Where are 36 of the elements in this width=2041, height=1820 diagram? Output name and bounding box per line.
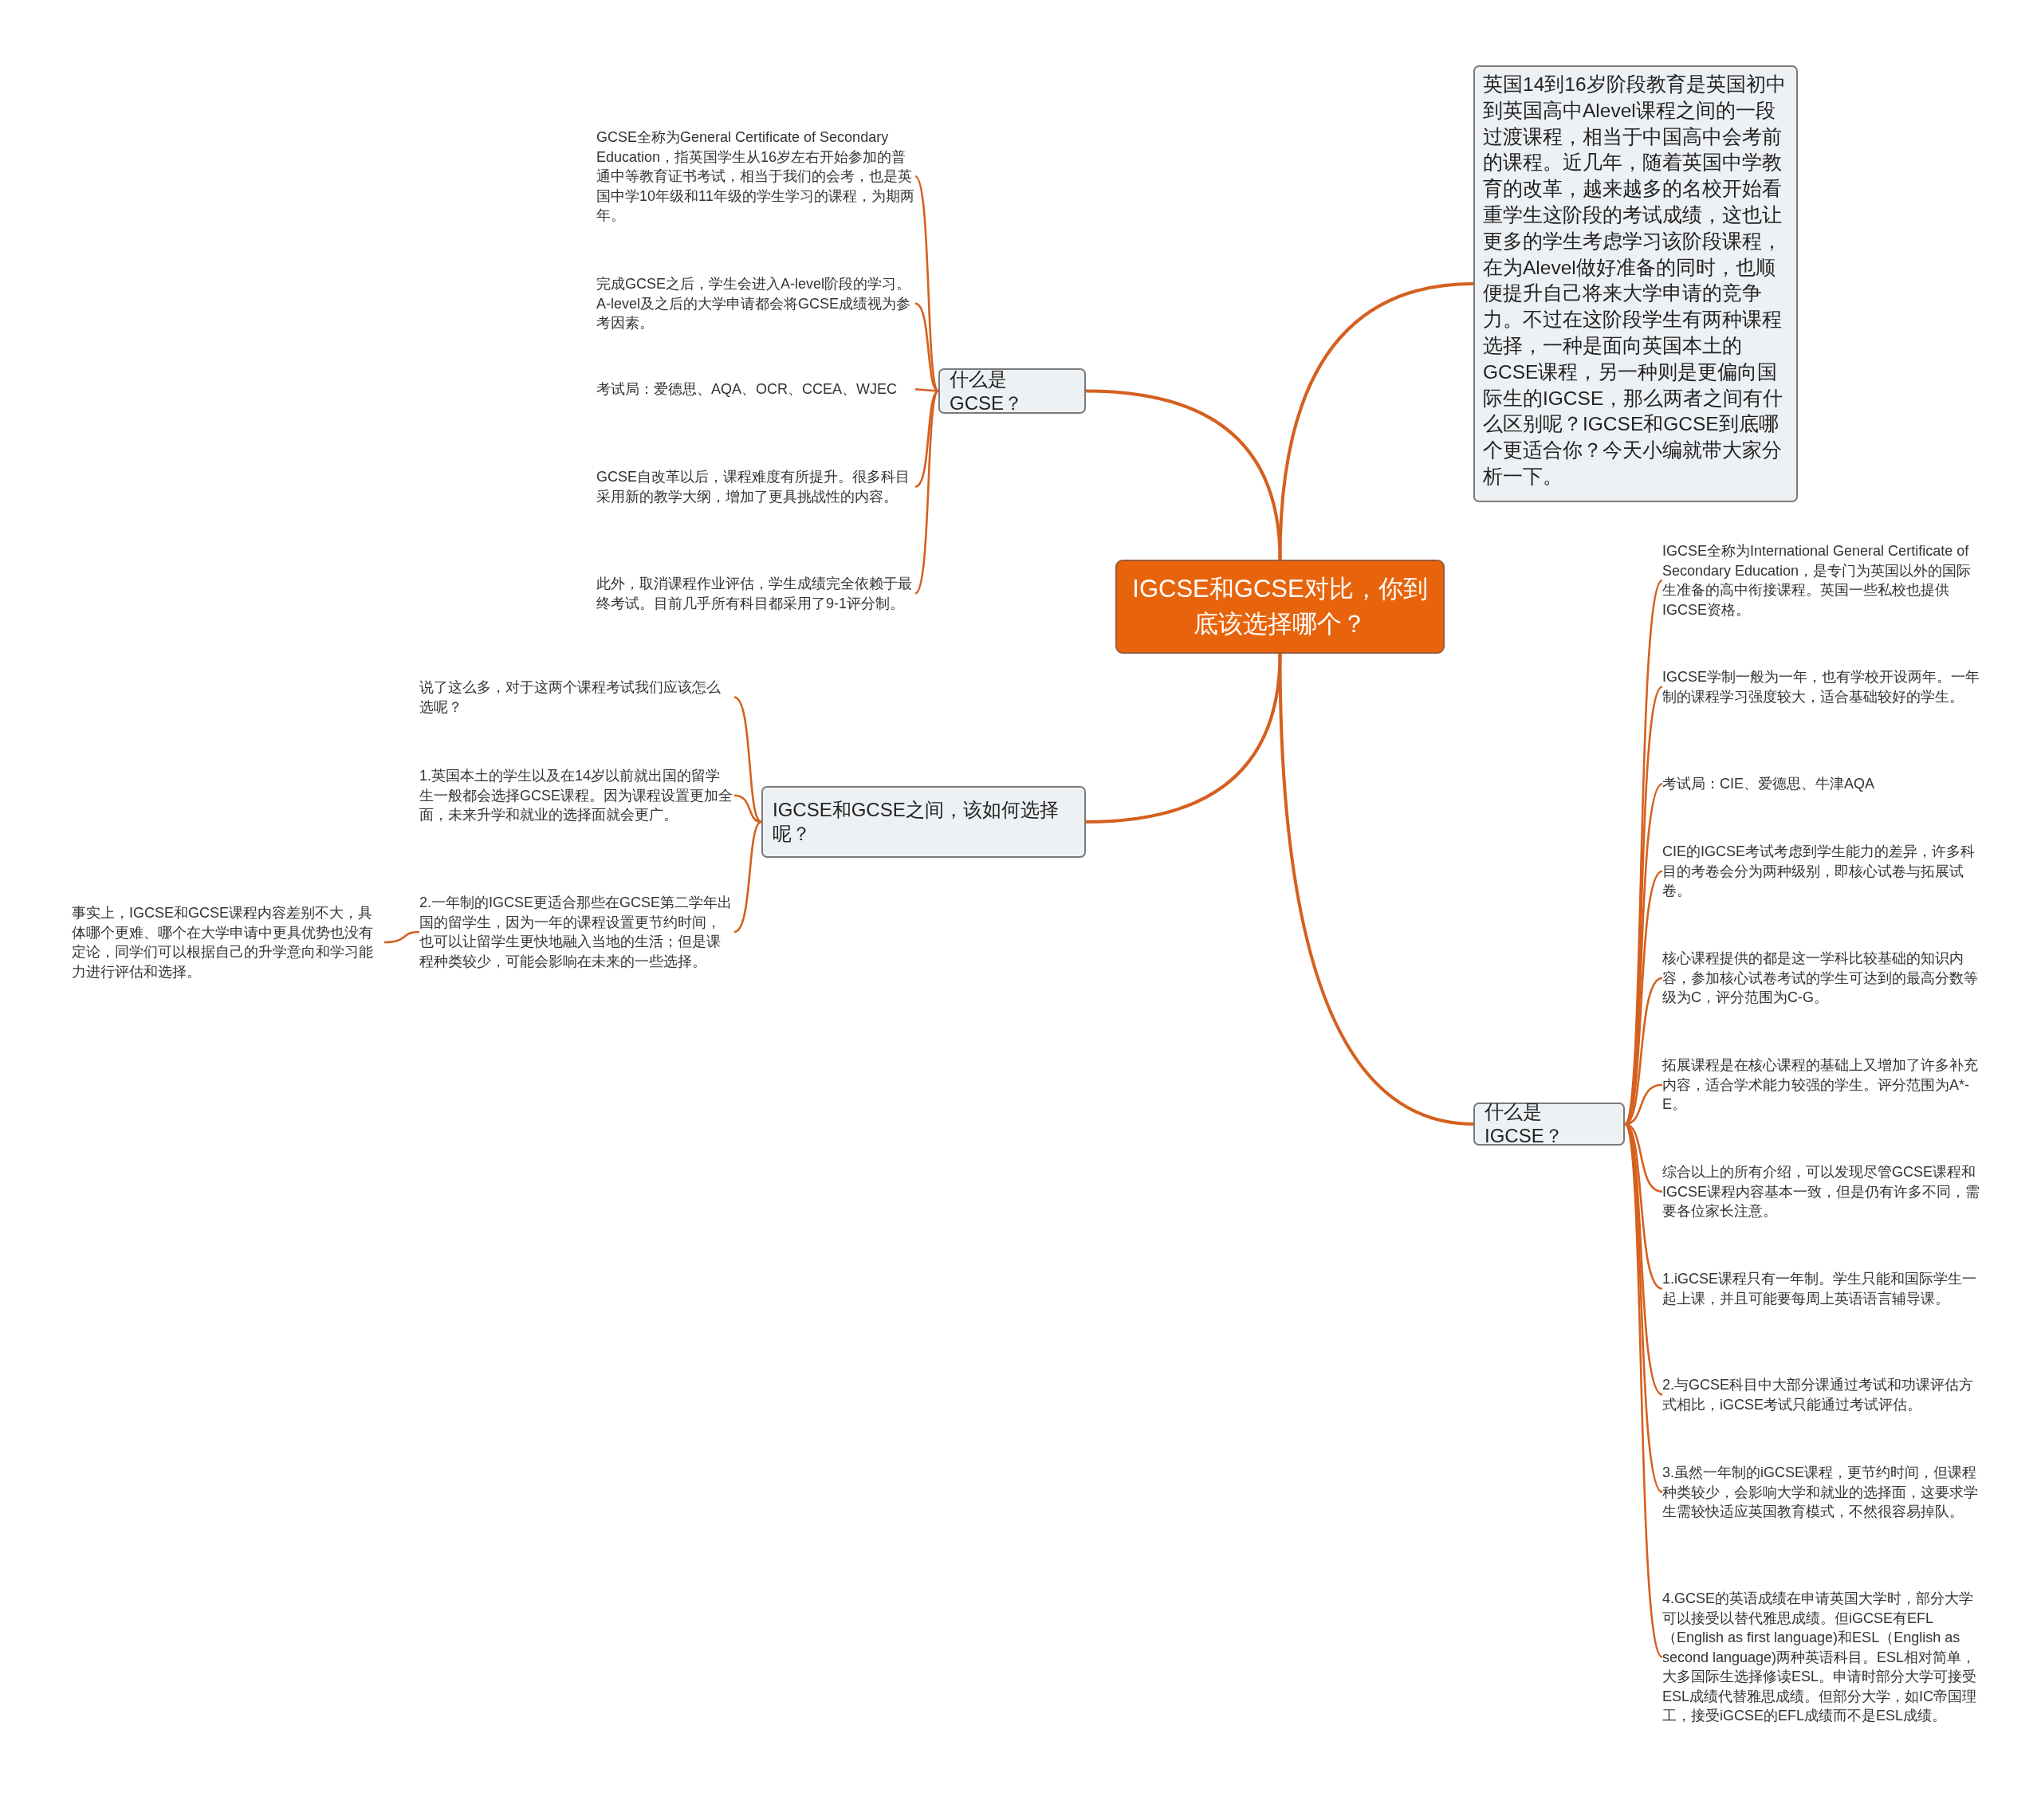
connector-line — [914, 390, 939, 488]
note-text: 考试局：CIE、爱德思、牛津AQA — [1662, 774, 1981, 794]
note-text: 2.与GCSE科目中大部分课通过考试和功课评估方式相比，iGCSE考试只能通过考试评估。 — [1662, 1375, 1981, 1414]
connector-line — [1085, 389, 1282, 560]
note-text: GCSE自改革以后，课程难度有所提升。很多科目采用新的教学大纲，增加了更具挑战性的内容。 — [596, 467, 915, 506]
note-text: 1.iGCSE课程只有一年制。学生只能和国际学生一起上课，并且可能要每周上英语语言辅导课。 — [1662, 1269, 1981, 1308]
note-text: 完成GCSE之后，学生会进入A-level阶段的学习。A-level及之后的大学申请都会将GCSE成绩视为参考因素。 — [596, 274, 915, 333]
note-text: 3.虽然一年制的iGCSE课程，更节约时间，但课程种类较少，会影响大学和就业的选择面，这要求学生需较快适应英国教育模式，不然很容易掉队。 — [1662, 1463, 1981, 1522]
central-topic-box: IGCSE和GCSE对比，你到底该选择哪个？ — [1115, 560, 1445, 654]
connector-line — [733, 696, 762, 824]
connector-line — [1278, 282, 1474, 560]
topic-box: 什么是IGCSE？ — [1473, 1103, 1625, 1146]
connector-line — [1278, 653, 1474, 1126]
note-text: 事实上，IGCSE和GCSE课程内容差别不大，具体哪个更难、哪个在大学申请中更具优势也没有定论，同学们可以根据自己的升学意向和学习能力进行评估和选择。 — [72, 903, 384, 981]
intro-box: 英国14到16岁阶段教育是英国初中到英国高中Alevel课程之间的一段过渡课程，相当于中国高中会考前的课程。近几年，随着英国中学教育的改革，越来越多的名校开始看重学生这阶段的考试成绩，这也让更多的学生考虑学习该阶段课程，在为Alevel做好准备的同时，也顺便提升自己将来大学申请的竞争力。不过在这阶段学生有两种课程选择，一种是面向英国本土的GCSE课程，另一种则是更偏向国际生的IGCSE，那么两者之间有什么区别呢？IGCSE和GCSE到底哪个更适合你？今天小编就带大家分析一下。 — [1473, 65, 1798, 502]
note-text: 1.英国本土的学生以及在14岁以前就出国的留学生一般都会选择GCSE课程。因为课程设置更加全面，未来升学和就业的选择面就会更广。 — [419, 766, 734, 825]
note-text: CIE的IGCSE考试考虑到学生能力的差异，许多科目的考卷会分为两种级别，即核心试卷与拓展试卷。 — [1662, 842, 1981, 901]
note-text: 2.一年制的IGCSE更适合那些在GCSE第二学年出国的留学生，因为一年的课程设置更节约时间，也可以让留学生更快地融入当地的生活；但是课程种类较少，可能会影响在未来的一些选择。 — [419, 893, 734, 971]
topic-box: 什么是GCSE？ — [938, 368, 1086, 414]
note-text: 拓展课程是在核心课程的基础上又增加了许多补充内容，适合学术能力较强的学生。评分范围为A*-E。 — [1662, 1055, 1981, 1114]
note-text: 说了这么多，对于这两个课程考试我们应该怎么选呢？ — [419, 678, 734, 717]
topic-box: IGCSE和GCSE之间，该如何选择呢？ — [761, 786, 1086, 858]
connector-line — [914, 390, 940, 595]
note-text: IGCSE学制一般为一年，也有学校开设两年。一年制的课程学习强度较大，适合基础较好的学生。 — [1662, 667, 1981, 706]
note-text: 核心课程提供的都是这一学科比较基础的知识内容，参加核心试卷考试的学生可达到的最高分数等级为C，评分范围为C-G。 — [1662, 949, 1981, 1008]
connector-line — [383, 930, 420, 944]
note-text: 4.GCSE的英语成绩在申请英国大学时，部分大学可以接受以替代雅思成绩。但iGCSE有EFL（English as first language)和ESL（English as second language)两种英语科目。ESL相对简单，大多国际生选择修读ESL。申请时部分大学可接受ESL成绩代替雅思成绩。但部分大学，如IC帝国理工，接受iGCSE的EFL成绩而不是ESL成绩。 — [1662, 1589, 1981, 1726]
note-text: 此外，取消课程作业评估，学生成绩完全依赖于最终考试。目前几乎所有科目都采用了9-1评分制。 — [596, 574, 915, 613]
note-text: IGCSE全称为International General Certificate of Secondary Education，是专门为英国以外的国际生准备的高中衔接课程。英国一些私校也提供IGCSE资格。 — [1662, 541, 1981, 619]
connector-line — [733, 794, 762, 824]
note-text: 考试局：爱德思、AQA、OCR、CCEA、WJEC — [596, 379, 915, 399]
note-text: GCSE全称为General Certificate of Secondary Education，指英国学生从16岁左右开始参加的普通中等教育证书考试，相当于我们的会考，也是英国中学10年级和11年级的学生学习的课程，为期两年。 — [596, 128, 915, 226]
note-text: 综合以上的所有介绍，可以发现尽管GCSE课程和IGCSE课程内容基本一致，但是仍有许多不同，需要各位家长注意。 — [1662, 1162, 1981, 1221]
connector-line — [733, 820, 762, 934]
connector-line — [1623, 580, 1664, 1125]
connector-line — [1623, 1123, 1664, 1658]
